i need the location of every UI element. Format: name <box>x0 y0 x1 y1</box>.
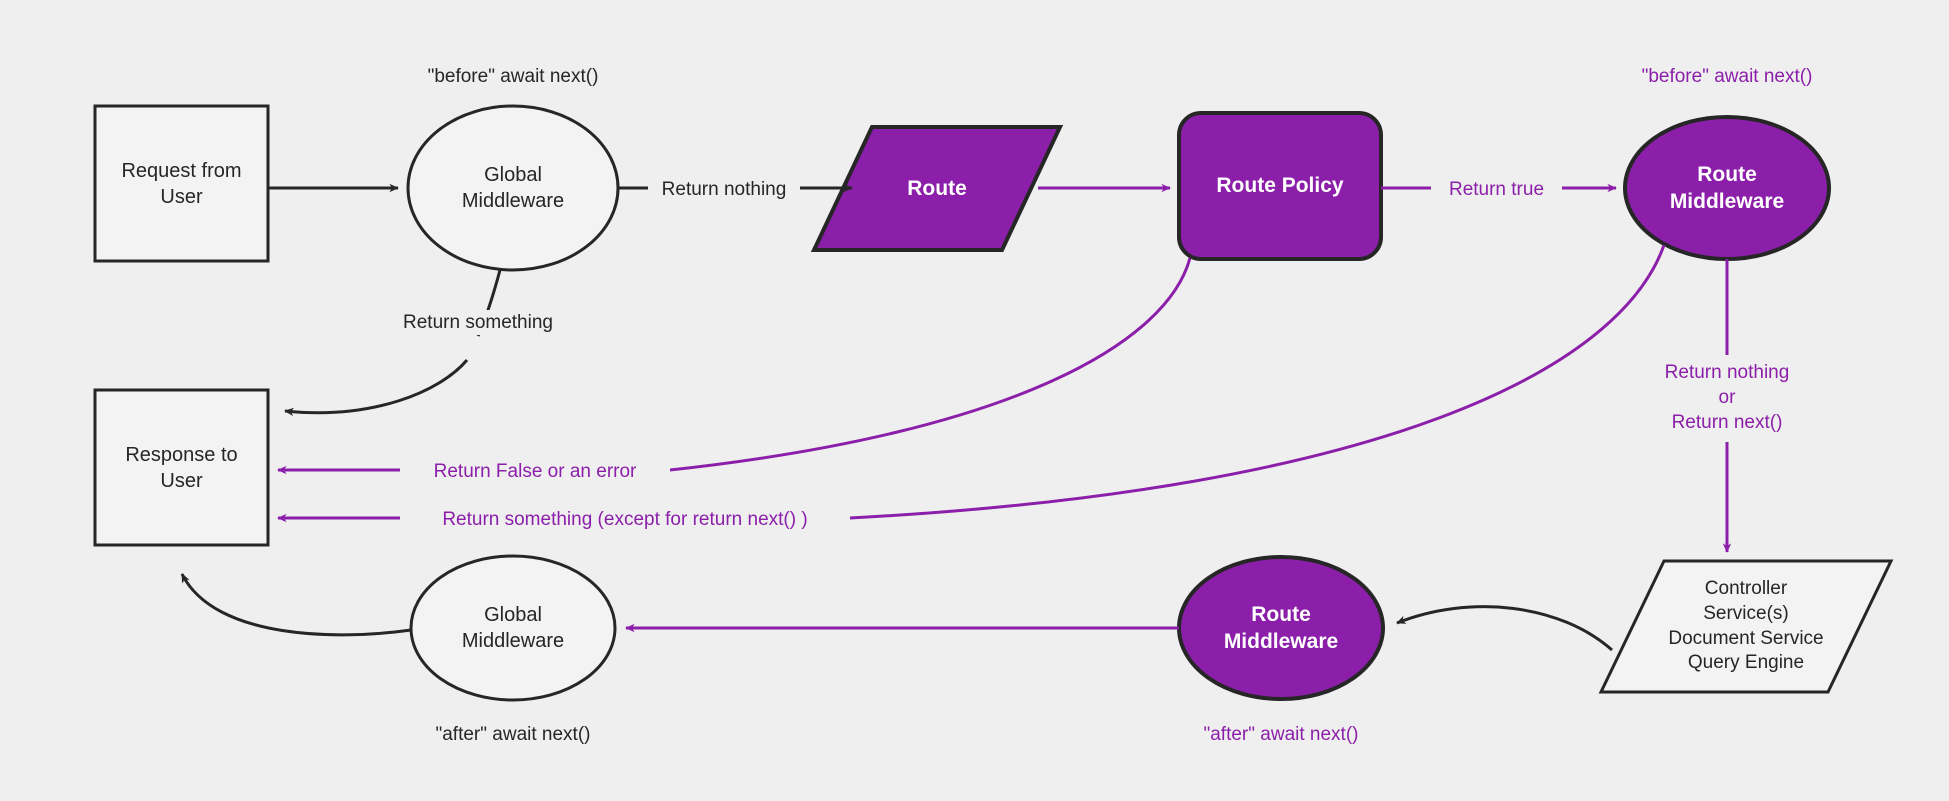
edge-label-return-something-except-next: Return something (except for return next… <box>400 507 850 533</box>
edge-label-return-false-or-error: Return False or an error <box>400 459 670 485</box>
edge-return-something-to-response <box>284 359 469 417</box>
node-request-from-user[interactable] <box>93 104 270 263</box>
node-global-middleware-top[interactable] <box>406 104 620 272</box>
node-route-middleware-top[interactable] <box>1623 115 1831 261</box>
node-route[interactable] <box>810 125 1064 252</box>
edge-controller-to-route-middleware-bottom <box>1396 605 1613 652</box>
edge-label-return-nothing: Return nothing <box>648 177 800 203</box>
annotation-after-await-next-global: "after" await next() <box>435 724 591 745</box>
annotation-before-await-next-route: "before" await next() <box>1641 66 1813 87</box>
edge-route-policy-return-false <box>669 257 1192 472</box>
node-controller-services[interactable] <box>1598 559 1894 694</box>
annotation-before-await-next-global: "before" await next() <box>427 66 599 87</box>
edge-label-return-something: Return something <box>378 310 578 336</box>
edge-global-middleware-bottom-to-response <box>180 573 412 637</box>
edge-label-return-nothing-or-next: Return nothing or Return next() <box>1627 360 1827 436</box>
edge-label-return-true: Return true <box>1431 177 1562 203</box>
annotation-after-await-next-route: "after" await next() <box>1203 724 1359 745</box>
node-route-policy[interactable] <box>1177 111 1383 261</box>
node-route-middleware-bottom[interactable] <box>1177 555 1385 701</box>
node-global-middleware-bottom[interactable] <box>409 554 617 702</box>
node-response-to-user[interactable] <box>93 388 270 547</box>
edge-route-middleware-return-something-except <box>849 244 1666 520</box>
